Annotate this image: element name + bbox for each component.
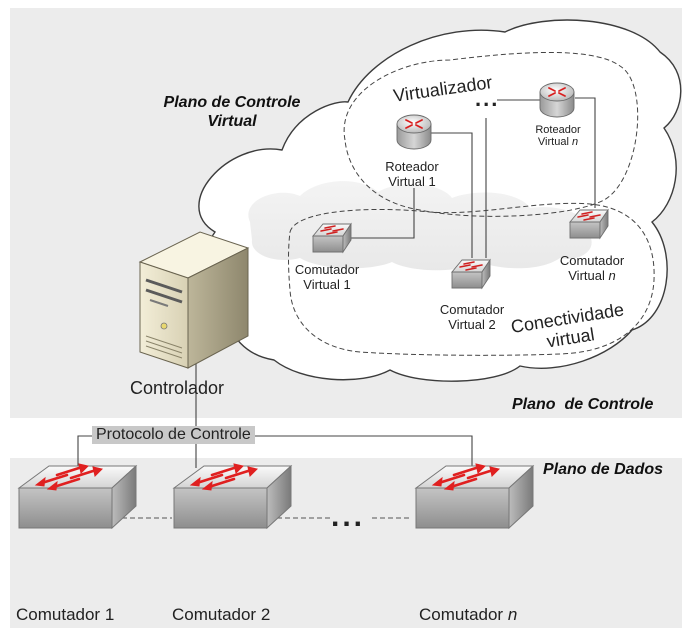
controller-label: Controlador	[130, 378, 225, 398]
router-n-index: n	[571, 136, 579, 149]
router-label-virtual-1: Roteador Virtual 1	[385, 159, 439, 189]
router-icon-virtual-1	[396, 114, 432, 150]
vswitch-label-2: Comutador Virtual 2	[439, 302, 505, 332]
virtual-control-plane-label: Plano de Controle Virtual	[164, 93, 301, 131]
vswitch-n-line1: Comutador	[559, 253, 625, 268]
conectividade-region	[288, 202, 655, 356]
vswitch-n-index: n	[608, 267, 616, 283]
router-n-line2: Virtual	[537, 136, 569, 149]
control-protocol-label: Protocolo de Controle	[92, 426, 255, 444]
router-1-line1: Roteador	[385, 159, 439, 174]
switch-ellipsis: ...	[331, 500, 366, 533]
switch-n-text: Comutador	[419, 605, 504, 624]
virtual-links	[350, 97, 596, 258]
switch-label-1: Comutador 1	[16, 605, 115, 624]
control-links	[77, 358, 473, 470]
vswitch-2-line2: Virtual 2	[448, 316, 496, 332]
router-label-virtual-n: Roteador Virtual n	[535, 124, 580, 149]
vswitch-label-n: Comutador Virtual n	[559, 253, 625, 283]
router-n-line1: Roteador	[535, 124, 581, 136]
data-plane-label: Plano de Dados	[543, 461, 664, 478]
vswitch-2-line1: Comutador	[439, 302, 505, 317]
router-icon-virtual-n	[539, 82, 575, 118]
server-icon	[138, 231, 250, 369]
virtual-control-plane-line2: Virtual	[207, 113, 257, 131]
virtual-control-plane-line1: Plano de Controle	[163, 94, 301, 111]
virtualizador-region	[343, 52, 639, 217]
router-1-line2: Virtual 1	[388, 173, 436, 189]
vswitch-1-line1: Comutador	[294, 262, 360, 277]
control-plane-label: Plano de Controle	[512, 396, 654, 413]
switch-label-2: Comutador 2	[172, 605, 271, 624]
vswitch-1-line2: Virtual 1	[303, 276, 351, 292]
vswitch-label-1: Comutador Virtual 1	[294, 262, 360, 292]
virtual-ellipsis: ...	[475, 86, 500, 111]
vswitch-n-line2: Virtual	[568, 267, 605, 283]
switch-label-n: Comutador n	[419, 605, 517, 625]
switch-n-index: n	[507, 605, 518, 624]
